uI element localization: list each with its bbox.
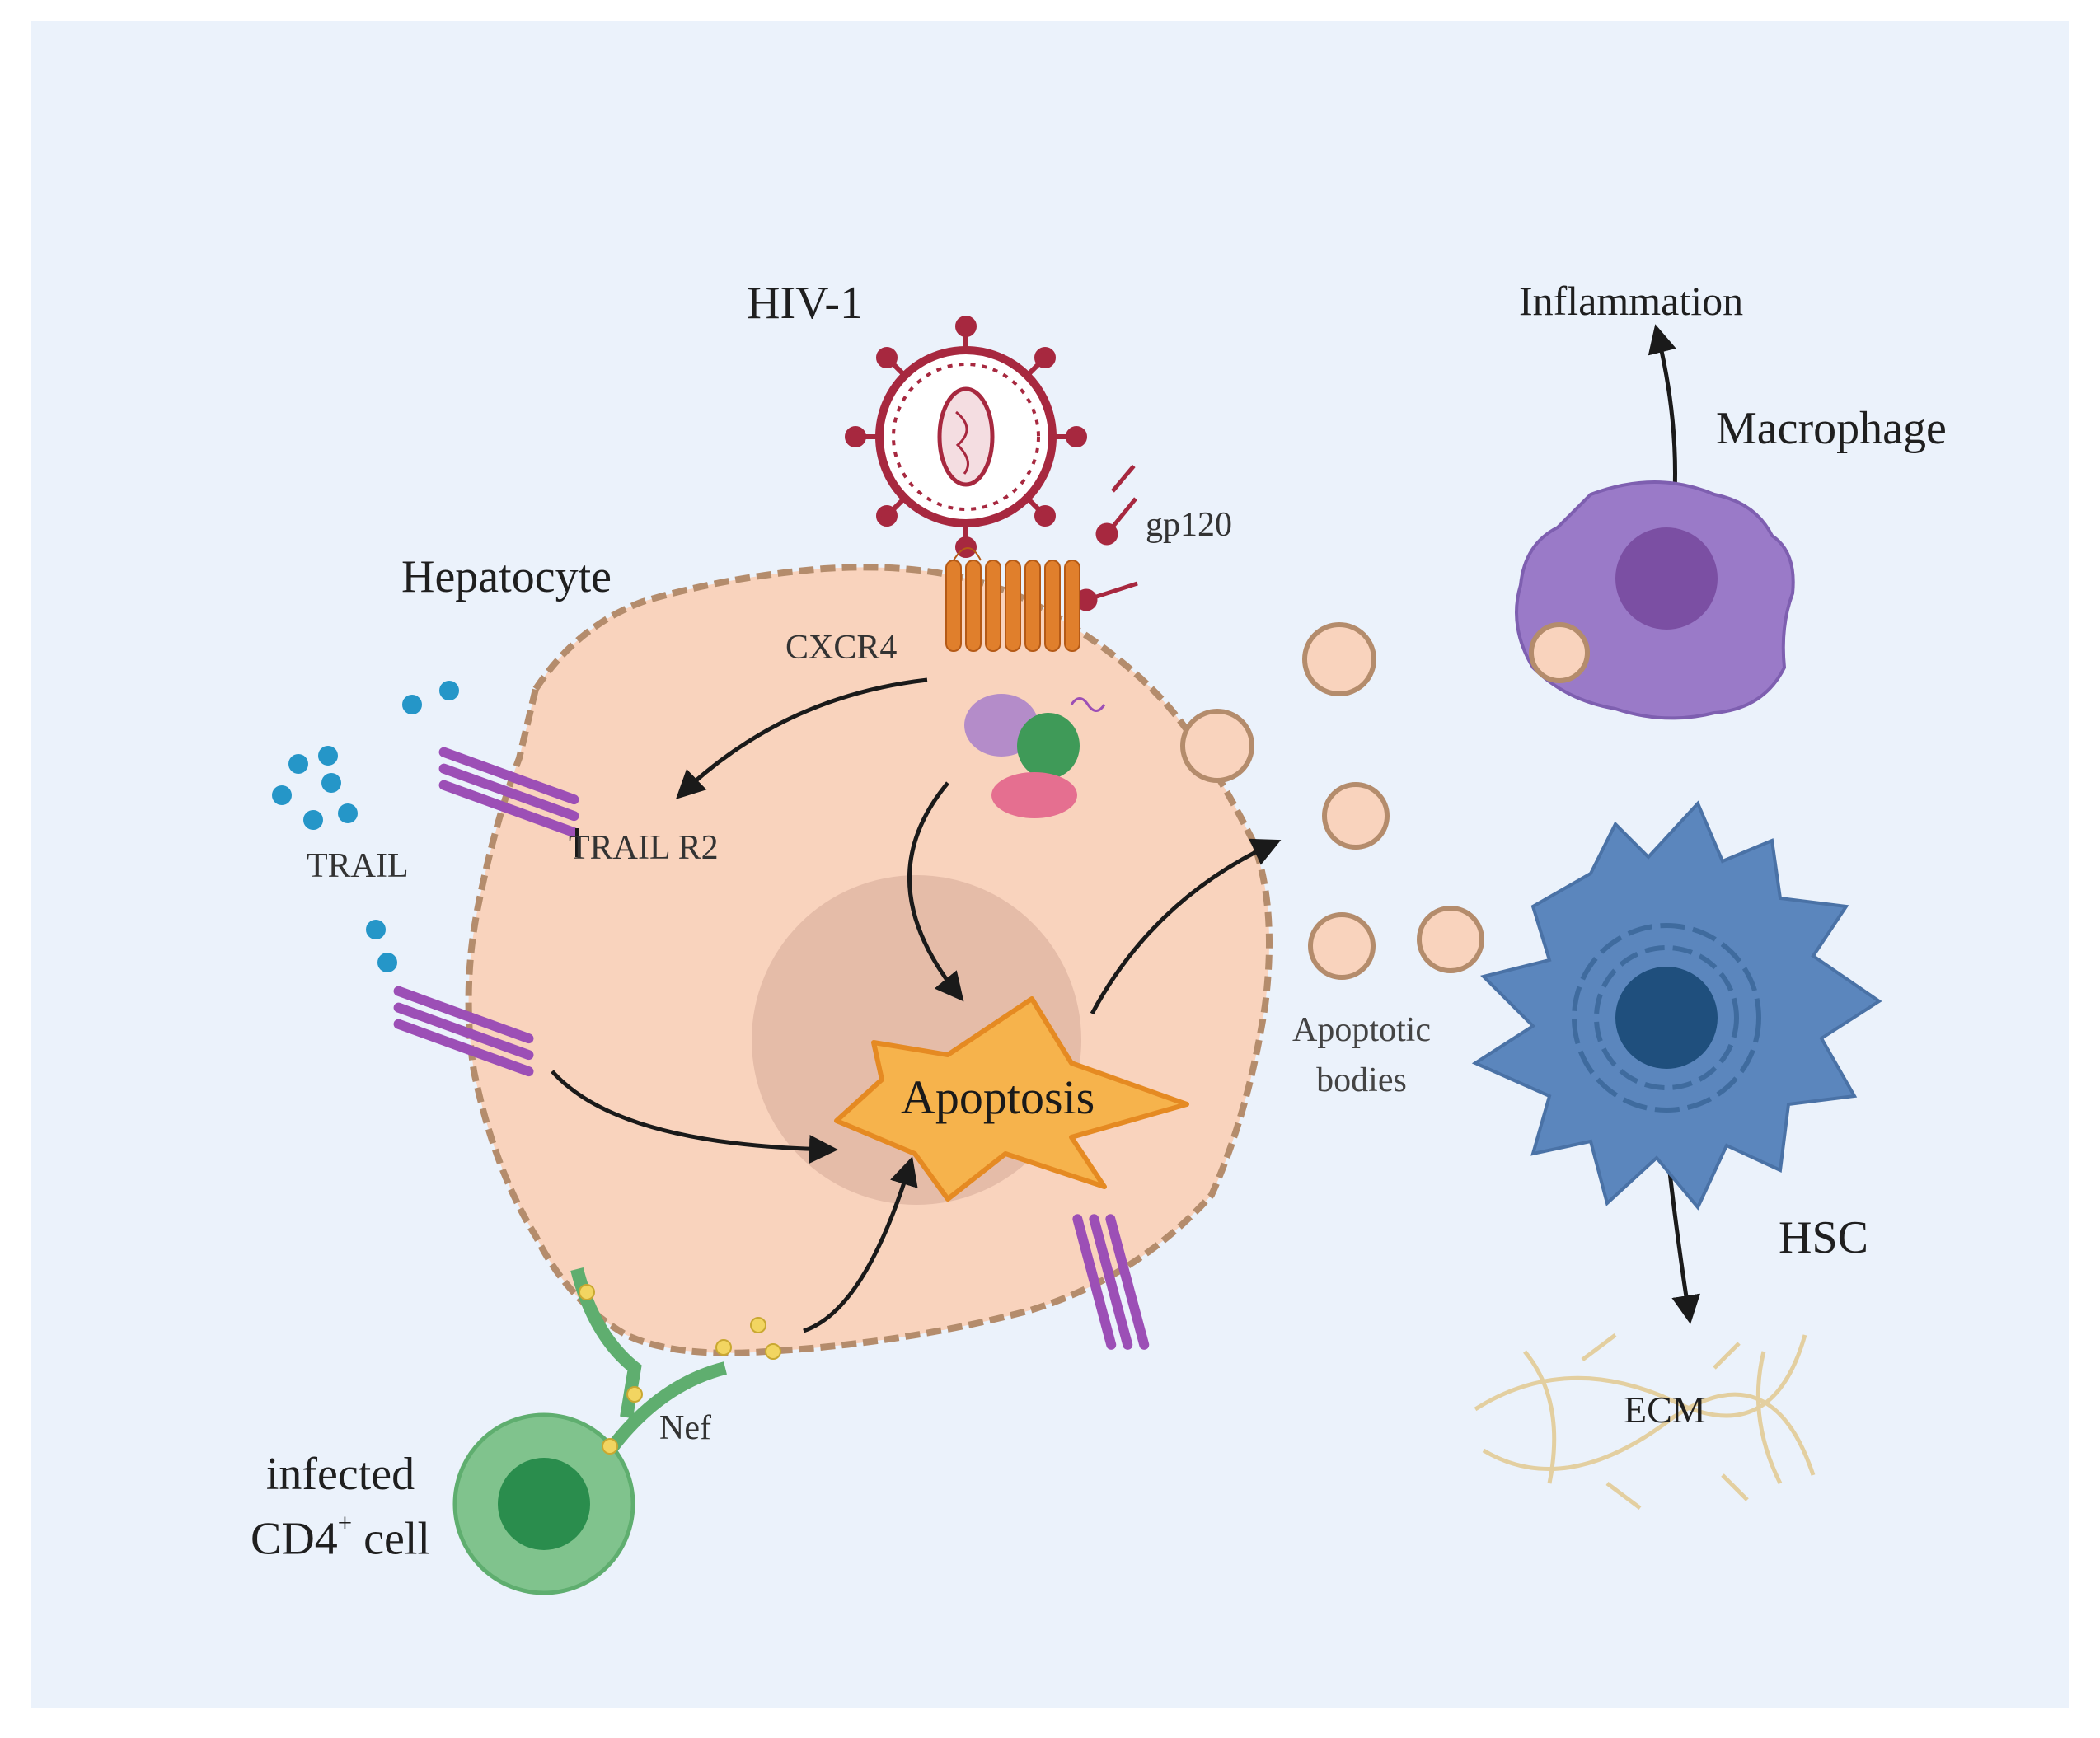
trail-receptor-bottom <box>1072 1214 1150 1350</box>
arrow-nef-to-apoptosis <box>803 1156 918 1333</box>
arrow-trail-to-apoptosis <box>551 1070 838 1164</box>
trail-r2-label: TRAIL R2 <box>569 829 719 867</box>
inflammation-label: Inflammation <box>1519 278 1744 324</box>
gp120-label: gp120 <box>1146 506 1232 544</box>
apoptotic-bodies-line1: Apoptotic <box>1292 1011 1431 1049</box>
cd4-cell-label: infected CD4+ cell <box>229 1444 452 1571</box>
cxcr4-label: CXCR4 <box>785 629 898 667</box>
trail-receptor-lower <box>393 986 534 1077</box>
hiv-virion <box>845 316 1087 558</box>
arrow-gprotein-to-apoptosis <box>907 781 964 1002</box>
gp120-molecule <box>1075 464 1138 611</box>
apoptotic-bodies <box>1180 622 1484 980</box>
trail-ligands <box>272 681 459 972</box>
ecm-label: ECM <box>1624 1389 1706 1431</box>
nef-label: Nef <box>659 1409 711 1447</box>
arrow-apoptosis-to-bodies <box>1090 838 1282 1015</box>
apoptosis-label: Apoptosis <box>901 1070 1095 1124</box>
apoptosis-star <box>834 996 1189 1202</box>
cxcr4-receptor <box>945 547 1080 652</box>
arrow-cxcr4-to-trailr2 <box>675 677 928 799</box>
macrophage-label: Macrophage <box>1716 403 1947 454</box>
g-protein-complex <box>964 694 1106 818</box>
cd4-label-line1: infected <box>265 1449 415 1500</box>
cd4-cell <box>452 1267 727 1595</box>
cd4-label-suffix: cell <box>352 1513 430 1565</box>
hsc-label: HSC <box>1779 1212 1868 1263</box>
cd4-label-sup: + <box>337 1508 353 1537</box>
apoptotic-bodies-label: Apoptotic bodies <box>1279 1005 1444 1106</box>
cd4-label-prefix: CD4 <box>251 1513 338 1565</box>
hiv-label: HIV-1 <box>747 278 864 329</box>
macrophage-cell <box>1515 480 1795 720</box>
hsc-cell <box>1471 800 1882 1211</box>
nef-particles <box>579 1284 781 1455</box>
trail-label: TRAIL <box>307 847 409 885</box>
hepatocyte-label: Hepatocyte <box>401 551 612 602</box>
ecm-fibers <box>1474 1333 1816 1510</box>
trail-receptor-upper <box>438 747 579 838</box>
apoptotic-bodies-line2: bodies <box>1316 1061 1407 1099</box>
